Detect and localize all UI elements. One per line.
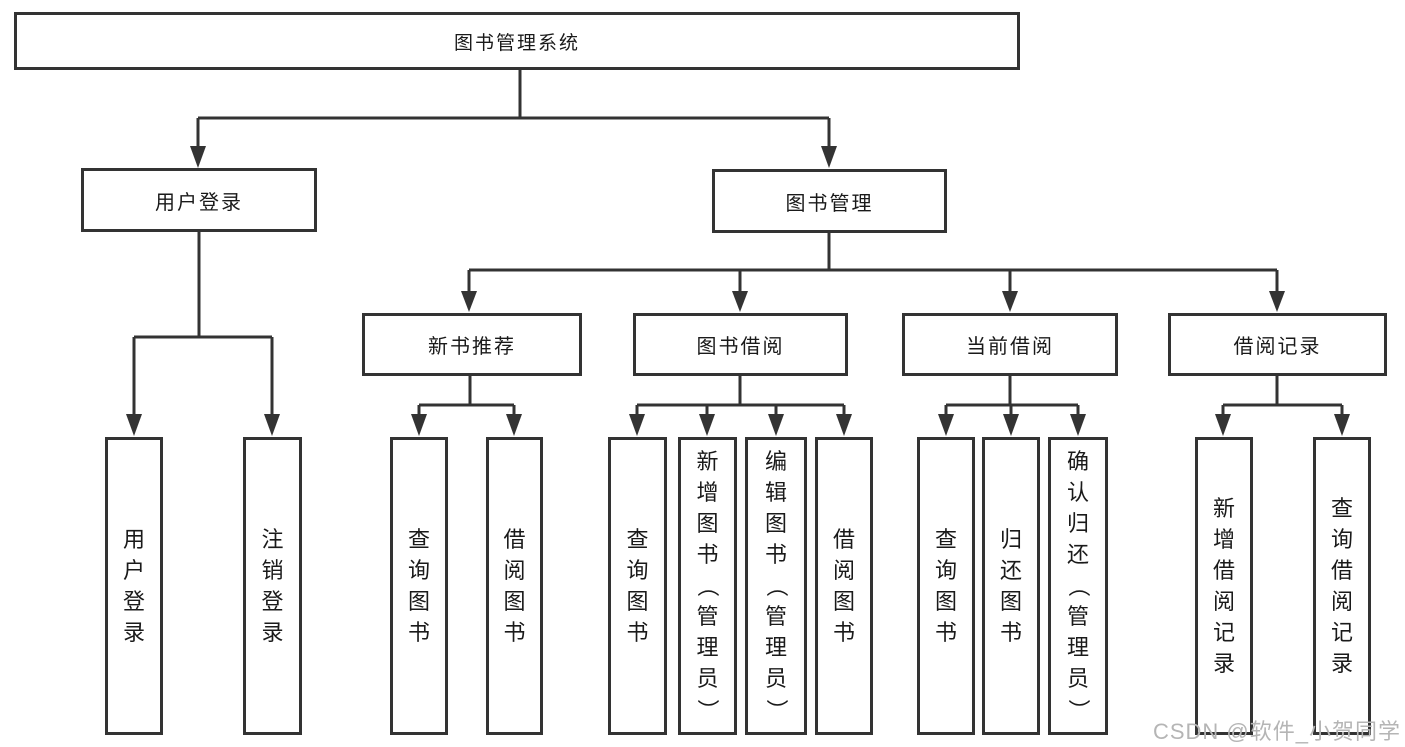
leaf-borrow-books: 借阅图书	[815, 437, 873, 735]
connector-borrow-records-split	[1215, 376, 1350, 436]
leaf-return-books-label: 归还图书	[999, 526, 1022, 645]
node-current-borrow-label: 当前借阅	[966, 336, 1054, 358]
leaf-user-login: 用户登录	[105, 437, 163, 735]
node-new-book-recommend-label: 新书推荐	[428, 336, 516, 358]
leaf-query-borrow-record: 查询借阅记录	[1313, 437, 1371, 735]
leaf-recommend-query-books: 查询图书	[390, 437, 448, 735]
connector-root-split	[190, 70, 837, 168]
node-root-system: 图书管理系统	[14, 12, 1020, 70]
watermark: CSDN @软件_小贺同学	[1152, 719, 1401, 744]
leaf-recommend-borrow-books-label: 借阅图书	[503, 526, 526, 645]
leaf-current-query-books-label: 查询图书	[934, 526, 957, 645]
node-book-borrow-label: 图书借阅	[696, 336, 785, 358]
leaf-add-book-admin: 新增图书（管理员）	[678, 437, 737, 735]
leaf-borrow-books-label: 借阅图书	[832, 526, 855, 645]
connector-new-book-split	[411, 376, 522, 436]
leaf-query-borrow-record-label: 查询借阅记录	[1330, 495, 1353, 676]
leaf-user-login-label: 用户登录	[122, 526, 145, 645]
leaf-logout-label: 注销登录	[261, 526, 284, 645]
connector-book-borrow-split	[629, 376, 852, 436]
node-book-management: 图书管理	[712, 169, 947, 233]
node-user-login: 用户登录	[81, 168, 317, 232]
leaf-edit-book-admin: 编辑图书（管理员）	[745, 437, 807, 735]
leaf-logout: 注销登录	[243, 437, 302, 735]
leaf-add-borrow-record-label: 新增借阅记录	[1212, 495, 1235, 676]
node-book-management-label: 图书管理	[785, 192, 874, 215]
node-root-label: 图书管理系统	[453, 32, 580, 54]
leaf-borrow-query-books: 查询图书	[608, 437, 667, 735]
leaf-edit-book-admin-label: 编辑图书（管理员）	[763, 449, 789, 722]
leaf-confirm-return-admin-label: 确认归还（管理员）	[1065, 449, 1091, 722]
leaf-return-books: 归还图书	[982, 437, 1040, 735]
leaf-borrow-query-books-label: 查询图书	[626, 526, 649, 645]
leaf-add-borrow-record: 新增借阅记录	[1195, 437, 1253, 735]
node-current-borrow: 当前借阅	[902, 313, 1118, 376]
leaf-recommend-query-books-label: 查询图书	[407, 526, 430, 645]
node-book-borrow: 图书借阅	[633, 313, 848, 376]
node-borrow-records: 借阅记录	[1168, 313, 1387, 376]
leaf-recommend-borrow-books: 借阅图书	[486, 437, 543, 735]
node-borrow-records-label: 借阅记录	[1233, 336, 1322, 358]
node-new-book-recommend: 新书推荐	[362, 313, 582, 376]
connector-current-borrow-split	[938, 376, 1086, 436]
leaf-confirm-return-admin: 确认归还（管理员）	[1048, 437, 1108, 735]
leaf-add-book-admin-label: 新增图书（管理员）	[695, 449, 721, 722]
connector-user-login-split	[126, 232, 280, 436]
node-user-login-label: 用户登录	[155, 191, 243, 214]
connector-book-management-split	[461, 233, 1285, 312]
leaf-current-query-books: 查询图书	[917, 437, 975, 735]
